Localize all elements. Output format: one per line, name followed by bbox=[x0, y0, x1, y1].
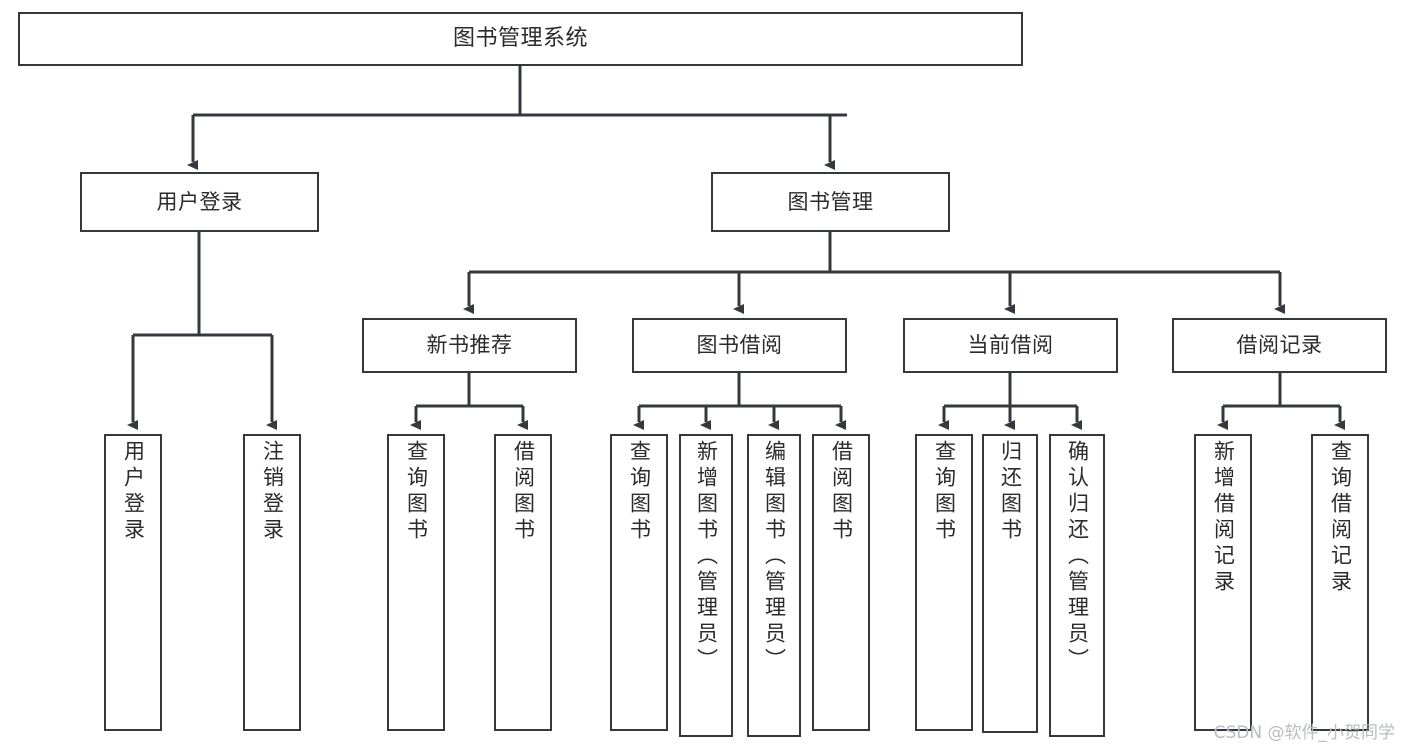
node-label: 确认归还（管理员） bbox=[1065, 440, 1090, 674]
node-label: 用户登录 bbox=[121, 440, 146, 544]
node-label: 图书管理系统 bbox=[452, 26, 588, 52]
node-label: 新增借阅记录 bbox=[1211, 440, 1236, 596]
node-label: 图书管理 bbox=[787, 189, 874, 214]
node-label: 编辑图书（管理员） bbox=[762, 440, 787, 674]
node-leaf-borrow-book-1[interactable]: 借阅图书 bbox=[494, 434, 552, 731]
node-label: 借阅图书 bbox=[511, 440, 536, 544]
node-leaf-borrow-book-2[interactable]: 借阅图书 bbox=[812, 434, 870, 731]
node-leaf-confirm-return[interactable]: 确认归还（管理员） bbox=[1049, 434, 1105, 737]
node-leaf-user-login[interactable]: 用户登录 bbox=[104, 434, 162, 731]
node-label: 归还图书 bbox=[998, 440, 1023, 544]
node-label: 新增图书（管理员） bbox=[694, 440, 719, 674]
node-label: 新书推荐 bbox=[426, 333, 513, 358]
node-leaf-add-book[interactable]: 新增图书（管理员） bbox=[679, 434, 733, 737]
node-leaf-logout-login[interactable]: 注销登录 bbox=[243, 434, 301, 731]
node-borrow-record[interactable]: 借阅记录 bbox=[1172, 318, 1387, 373]
node-leaf-query-book-1[interactable]: 查询图书 bbox=[387, 434, 445, 731]
node-user-login[interactable]: 用户登录 bbox=[80, 172, 319, 232]
node-current-borrow[interactable]: 当前借阅 bbox=[903, 318, 1118, 373]
node-label: 注销登录 bbox=[260, 440, 285, 544]
node-label: 查询图书 bbox=[932, 440, 957, 544]
node-leaf-query-book-2[interactable]: 查询图书 bbox=[610, 434, 668, 731]
node-leaf-return-book[interactable]: 归还图书 bbox=[982, 434, 1038, 733]
node-leaf-query-book-3[interactable]: 查询图书 bbox=[915, 434, 973, 731]
node-leaf-add-record[interactable]: 新增借阅记录 bbox=[1194, 434, 1252, 731]
node-label: 图书借阅 bbox=[696, 333, 783, 358]
node-label: 当前借阅 bbox=[967, 333, 1054, 358]
node-leaf-edit-book[interactable]: 编辑图书（管理员） bbox=[747, 434, 801, 737]
node-root-system[interactable]: 图书管理系统 bbox=[18, 12, 1023, 66]
node-label: 查询借阅记录 bbox=[1328, 440, 1353, 596]
node-book-management[interactable]: 图书管理 bbox=[711, 172, 950, 232]
node-label: 借阅记录 bbox=[1236, 333, 1323, 358]
node-label: 查询图书 bbox=[404, 440, 429, 544]
node-label: 用户登录 bbox=[156, 189, 243, 214]
node-new-book-recommend[interactable]: 新书推荐 bbox=[362, 318, 577, 373]
node-book-borrow[interactable]: 图书借阅 bbox=[632, 318, 847, 373]
node-label: 借阅图书 bbox=[829, 440, 854, 544]
node-label: 查询图书 bbox=[627, 440, 652, 544]
node-leaf-query-record[interactable]: 查询借阅记录 bbox=[1311, 434, 1369, 731]
